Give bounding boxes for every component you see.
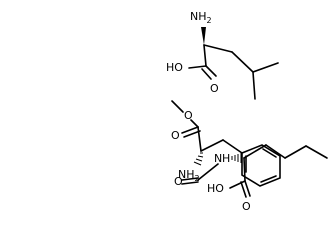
leucine-alpha-ch2-bond <box>203 44 233 53</box>
fnle-o-label: O <box>242 200 251 213</box>
phe-ch2-ring-bond <box>222 139 243 154</box>
phe-ether-o-label: O <box>184 109 193 122</box>
phenylalanine-ester-structure: O O NH2 <box>171 100 281 187</box>
phe-n-hash-wedge <box>193 152 204 166</box>
leucine-n-wedge <box>201 27 206 45</box>
fnle-chain-bond-1 <box>243 144 267 159</box>
phe-ring-double-2 <box>262 148 277 158</box>
leucine-alpha-carboxyl-bond <box>203 44 207 67</box>
leucine-o-label: O <box>210 82 219 95</box>
fnle-ho-label: HO <box>207 182 224 195</box>
phe-o-c-bond <box>190 119 199 128</box>
phe-co-bond-a <box>181 126 199 134</box>
phe-c-alpha-bond <box>197 126 202 152</box>
fnle-n-hash-wedge <box>231 153 242 163</box>
leucine-ch2-ch-bond <box>231 51 254 73</box>
fnle-chain-bond-2 <box>265 144 286 159</box>
fnle-n-label: N <box>214 152 222 165</box>
chemical-structures-canvas: NH2 HO O O O <box>166 10 328 213</box>
fnle-formyl-o-label: O <box>174 175 183 188</box>
phe-ring-double-3 <box>260 175 277 183</box>
fnle-h-label: H <box>222 152 230 165</box>
leucine-ho-label: HO <box>166 61 183 74</box>
leucine-nh2-label: NH2 <box>190 10 212 25</box>
fnle-formyl-co-b <box>181 181 199 185</box>
phe-benzene-ring <box>241 144 281 187</box>
formyl-norleucine-structure: O N H HO O <box>174 144 328 213</box>
leucine-c-oh-bond <box>188 65 207 69</box>
leucine-co-bond-b <box>201 68 212 80</box>
phe-alpha-ch2-bond <box>200 139 224 152</box>
fnle-chain-bond-3 <box>284 145 307 159</box>
fnle-co-bond-b <box>240 181 247 198</box>
fnle-chain-bond-4 <box>305 145 328 159</box>
fnle-formyl-n-bond <box>197 163 219 181</box>
phe-carbonyl-o-label: O <box>171 129 180 142</box>
fnle-formyl-co-a <box>181 177 199 181</box>
phe-co-bond-b <box>183 130 201 138</box>
leucine-structure: NH2 HO O <box>166 10 279 100</box>
leucine-co-bond-a <box>205 65 217 77</box>
phe-methyl-o-bond <box>171 100 184 113</box>
leucine-ch-me2-bond <box>252 71 256 100</box>
fnle-alpha-carboxyl-bond <box>243 157 246 182</box>
leucine-ch-me1-bond <box>252 62 279 73</box>
fnle-co-bond-a <box>244 180 251 197</box>
fnle-c-oh-bond <box>229 180 246 189</box>
